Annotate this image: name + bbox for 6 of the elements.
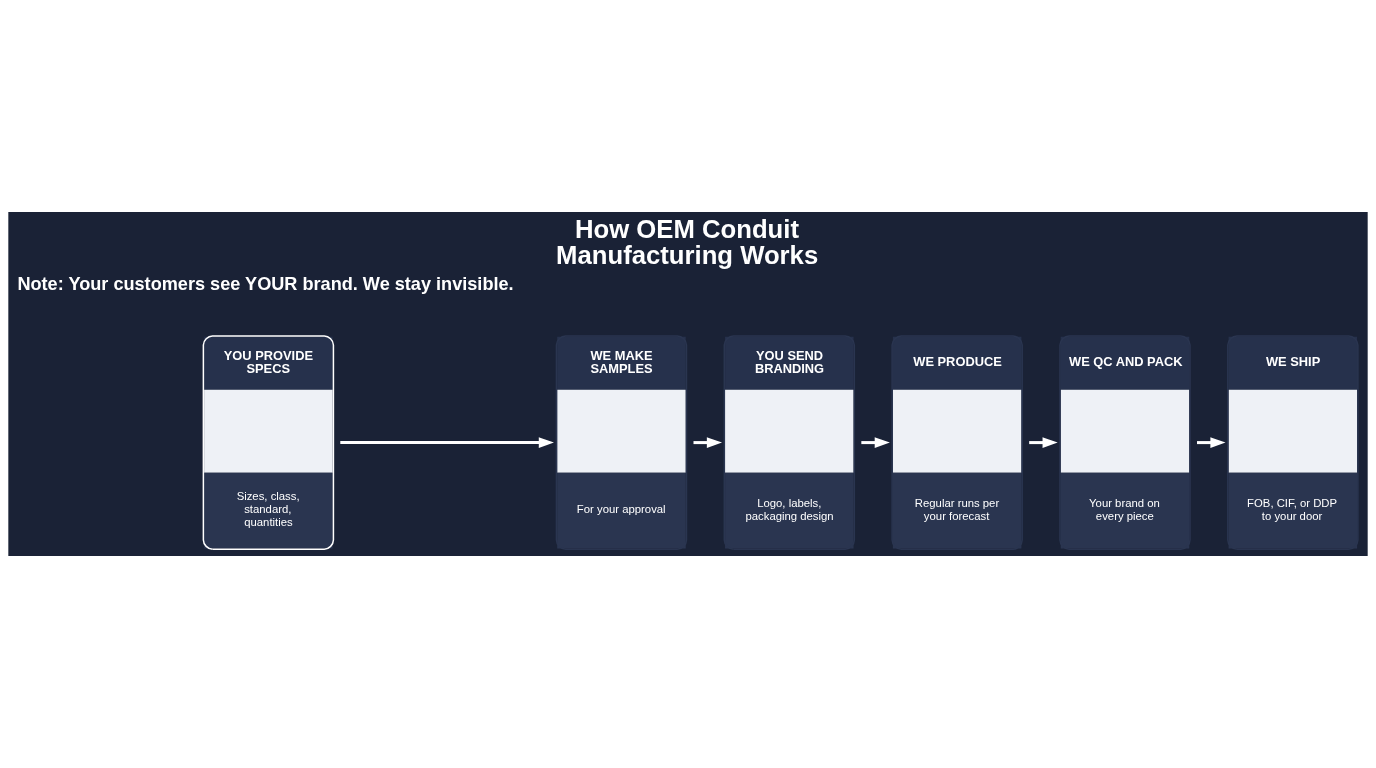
arrow (340, 437, 554, 448)
diagram-title: How OEM Conduit Manufacturing Works (556, 214, 819, 269)
arrow (693, 437, 722, 448)
arrow (1029, 437, 1058, 448)
arrow (861, 437, 890, 448)
label: Note: Your customers see YOUR brand. We stay invisible. (17, 274, 514, 295)
